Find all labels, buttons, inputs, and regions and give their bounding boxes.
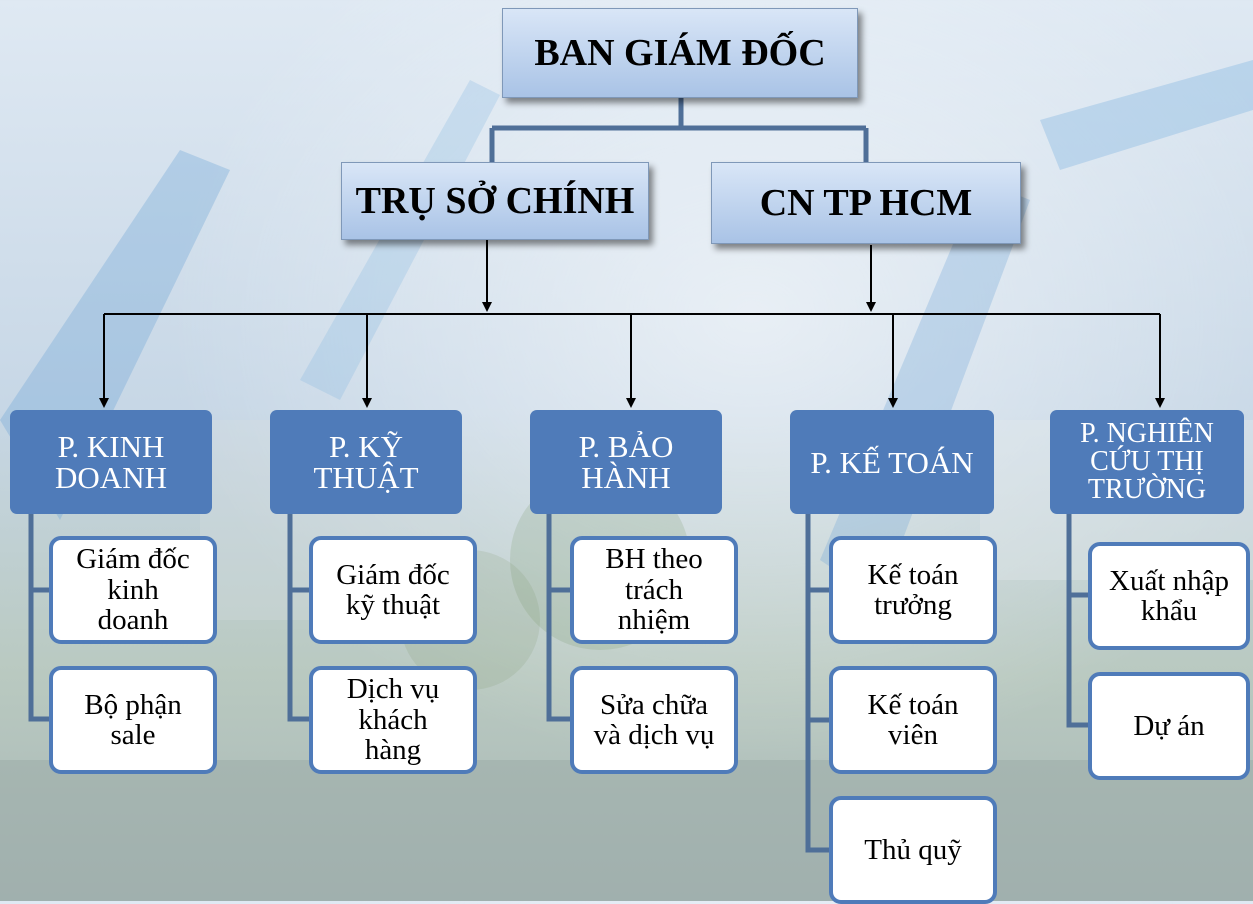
child-label: Sửa chữa và dịch vụ (593, 688, 715, 751)
level2-label: TRỤ SỞ CHÍNH (355, 180, 635, 222)
child-label: Dịch vụ khách hàng (346, 673, 440, 767)
dept-box-accounting: P. KẾ TOÁN (790, 410, 994, 514)
dept-label: P. KINH DOANH (55, 429, 167, 495)
child-box: Sửa chữa và dịch vụ (570, 666, 738, 774)
top-box: BAN GIÁM ĐỐC (502, 8, 858, 98)
level2-label: CN TP HCM (759, 182, 973, 224)
dept-label: P. KỸ THUẬT (313, 429, 419, 495)
level2-box-head-office: TRỤ SỞ CHÍNH (341, 162, 649, 240)
dept-label: P. NGHIÊN CỨU THỊ TRƯỜNG (1080, 418, 1214, 505)
child-box: Bộ phận sale (49, 666, 217, 774)
child-label: Thủ quỹ (864, 833, 962, 866)
child-box: Thủ quỹ (829, 796, 997, 904)
child-box: Dịch vụ khách hàng (309, 666, 477, 774)
level2-box-hcm-branch: CN TP HCM (711, 162, 1021, 244)
child-label: Giám đốc kinh doanh (76, 543, 190, 637)
child-box: BH theo trách nhiệm (570, 536, 738, 644)
child-box: Dự án (1088, 672, 1250, 780)
child-label: BH theo trách nhiệm (605, 543, 703, 637)
top-box-label: BAN GIÁM ĐỐC (534, 32, 826, 74)
child-label: Kế toán trưởng (867, 558, 959, 621)
top-connector (489, 98, 869, 162)
child-label: Bộ phận sale (84, 688, 182, 751)
level2-arrows (482, 240, 876, 312)
dept-box-technical: P. KỸ THUẬT (270, 410, 462, 514)
department-arrows (99, 313, 1165, 408)
child-label: Giám đốc kỹ thuật (336, 558, 450, 621)
dept-label: P. KẾ TOÁN (810, 444, 974, 480)
child-label: Kế toán viên (867, 688, 959, 751)
child-box: Giám đốc kỹ thuật (309, 536, 477, 644)
child-label: Dự án (1133, 709, 1205, 742)
child-box: Kế toán trưởng (829, 536, 997, 644)
child-connectors (28, 514, 1088, 853)
dept-box-warranty: P. BẢO HÀNH (530, 410, 722, 514)
dept-box-sales: P. KINH DOANH (10, 410, 212, 514)
dept-box-market-research: P. NGHIÊN CỨU THỊ TRƯỜNG (1050, 410, 1244, 514)
dept-label: P. BẢO HÀNH (578, 429, 674, 495)
child-box: Giám đốc kinh doanh (49, 536, 217, 644)
child-box: Xuất nhập khẩu (1088, 542, 1250, 650)
child-label: Xuất nhập khẩu (1109, 564, 1229, 627)
child-box: Kế toán viên (829, 666, 997, 774)
